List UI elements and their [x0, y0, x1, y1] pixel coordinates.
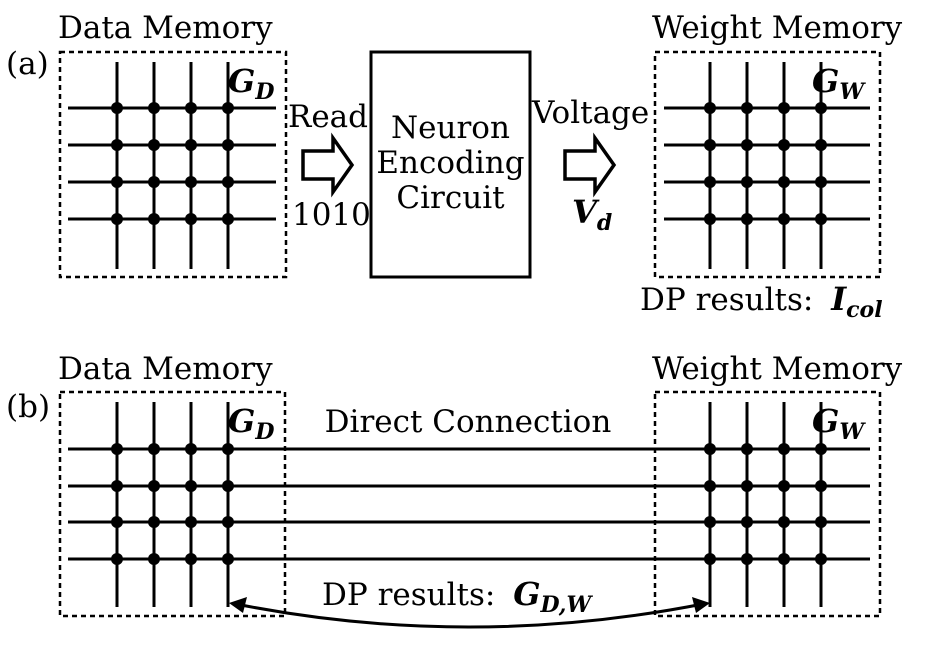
crossbar-node — [148, 443, 160, 455]
dp-result-arrowhead-right-icon — [692, 597, 710, 613]
crossbar-node — [778, 480, 790, 492]
panel-b-data-memory-crossbar — [68, 402, 234, 607]
crossbar-node — [778, 213, 790, 225]
crossbar-node — [222, 176, 234, 188]
crossbar-node — [741, 102, 753, 114]
panel-a-weight-memory-crossbar — [664, 62, 870, 269]
crossbar-node — [815, 102, 827, 114]
crossbar-node — [704, 102, 716, 114]
dp-result-arrowhead-left-icon — [229, 597, 247, 613]
crossbar-node — [185, 139, 197, 151]
crossbar-node — [815, 553, 827, 565]
crossbar-node — [778, 443, 790, 455]
read-label: Read — [288, 99, 368, 135]
read-value: 1010 — [292, 197, 371, 233]
crossbar-node — [741, 443, 753, 455]
crossbar-node — [148, 139, 160, 151]
crossbar-node — [815, 176, 827, 188]
panel-a-weight-memory-box — [653, 50, 882, 279]
crossbar-node — [778, 102, 790, 114]
crossbar-node — [111, 139, 123, 151]
crossbar-node — [185, 443, 197, 455]
crossbar-node — [815, 443, 827, 455]
crossbar-node — [741, 213, 753, 225]
panel-a-label: (a) — [6, 46, 49, 82]
panel-b-label: (b) — [6, 389, 50, 425]
panel-b-weight-memory-crossbar — [704, 402, 870, 607]
crossbar-node — [778, 139, 790, 151]
crossbar-node — [148, 213, 160, 225]
crossbar-node — [111, 553, 123, 565]
panel-a-data-memory-box — [58, 50, 288, 279]
neuron-encoding-circuit-box — [369, 50, 532, 279]
voltage-label: Voltage — [531, 95, 649, 131]
crossbar-node — [741, 176, 753, 188]
direct-connection-wires — [228, 447, 710, 561]
crossbar-node — [148, 553, 160, 565]
crossbar-node — [148, 176, 160, 188]
crossbar-node — [185, 516, 197, 528]
panel-a-data-memory-symbol: GD — [228, 62, 274, 105]
crossbar-node — [778, 176, 790, 188]
read-arrow-icon — [301, 132, 355, 198]
panel-b-weight-memory-symbol: GW — [812, 402, 866, 445]
panel-a-data-memory-title: Data Memory — [58, 10, 273, 46]
crossbar-node — [111, 102, 123, 114]
crossbar-node — [185, 480, 197, 492]
panel-b-weight-memory-title: Weight Memory — [652, 351, 903, 387]
voltage-arrow-icon — [563, 132, 617, 198]
crossbar-node — [741, 480, 753, 492]
crossbar-node — [741, 516, 753, 528]
crossbar-node — [185, 213, 197, 225]
encoder-label-line2: Encoding — [376, 145, 524, 181]
crossbar-node — [704, 213, 716, 225]
panel-a-weight-memory-symbol: GW — [812, 62, 866, 105]
dp-result-curve — [235, 602, 704, 629]
crossbar-node — [741, 553, 753, 565]
crossbar-node — [111, 213, 123, 225]
crossbar-node — [815, 213, 827, 225]
crossbar-node — [148, 480, 160, 492]
crossbar-node — [222, 139, 234, 151]
encoder-label-line3: Circuit — [396, 180, 505, 216]
voltage-symbol: Vd — [572, 193, 612, 236]
panel-a-data-memory-crossbar — [68, 62, 276, 269]
crossbar-node — [111, 443, 123, 455]
panel-b-dp-result: DP results: GD,W — [322, 575, 593, 618]
direct-connection-label: Direct Connection — [325, 404, 612, 440]
crossbar-node — [111, 516, 123, 528]
crossbar-node — [815, 516, 827, 528]
crossbar-node — [741, 139, 753, 151]
crossbar-node — [222, 213, 234, 225]
crossbar-node — [148, 102, 160, 114]
crossbar-node — [704, 176, 716, 188]
panel-a-dp-result: DP results: Icol — [640, 280, 883, 323]
crossbar-node — [111, 480, 123, 492]
crossbar-node — [815, 139, 827, 151]
crossbar-node — [778, 516, 790, 528]
crossbar-node — [148, 516, 160, 528]
crossbar-node — [185, 553, 197, 565]
panel-b: (b) Data Memory GD Weight Memory GW Dire… — [6, 351, 903, 629]
crossbar-node — [111, 176, 123, 188]
panel-b-data-memory-symbol: GD — [228, 402, 274, 445]
crossbar-node — [222, 102, 234, 114]
panel-b-data-memory-title: Data Memory — [58, 351, 273, 387]
panel-b-data-memory-box — [58, 390, 287, 618]
panel-b-weight-memory-box — [653, 390, 882, 618]
crossbar-node — [185, 176, 197, 188]
crossbar-node — [185, 102, 197, 114]
crossbar-node — [704, 139, 716, 151]
crossbar-node — [778, 553, 790, 565]
panel-a: (a) Data Memory GD Read 1010 Neuron Enco… — [6, 10, 903, 323]
crossbar-node — [815, 480, 827, 492]
encoder-label-line1: Neuron — [391, 110, 510, 146]
panel-a-weight-memory-title: Weight Memory — [652, 10, 903, 46]
